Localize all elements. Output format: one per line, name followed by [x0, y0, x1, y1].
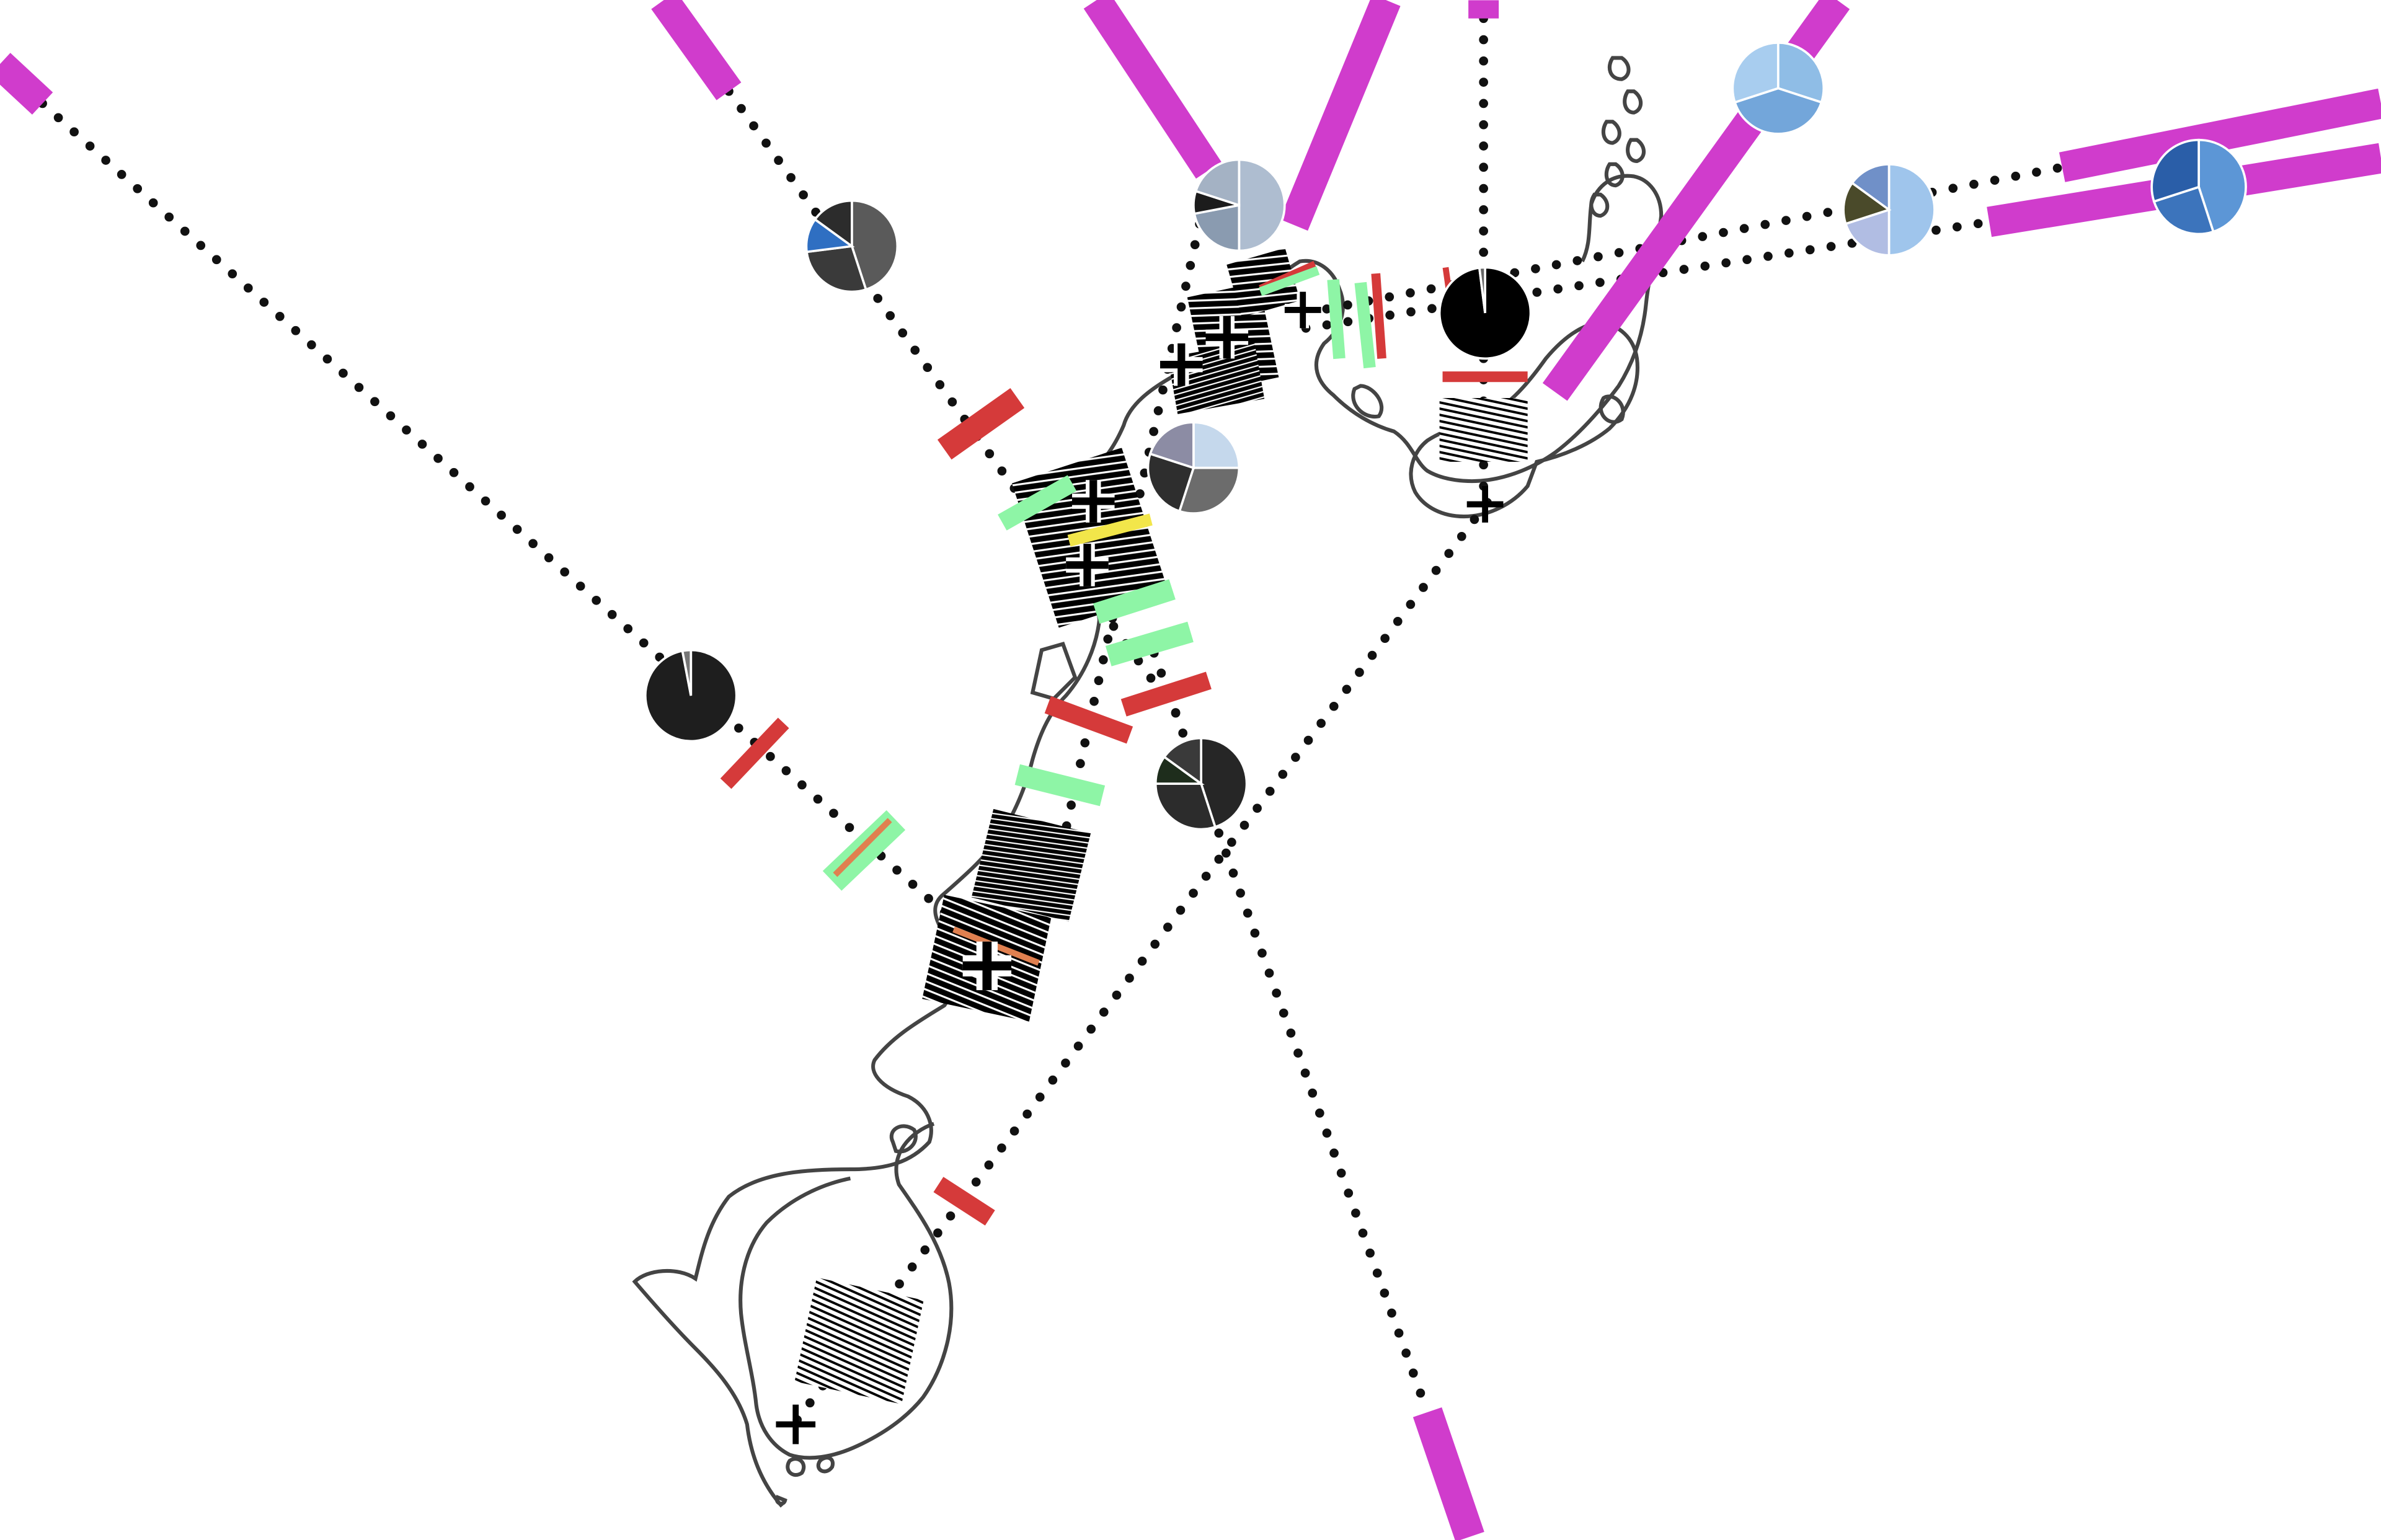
islet-north-4 [1626, 138, 1646, 164]
pie-slice [1733, 87, 1823, 135]
pie-slice [2150, 138, 2200, 203]
pie-slice [1193, 203, 1241, 252]
yellow-marker-bar [1067, 513, 1153, 547]
pie-slice [1238, 158, 1286, 252]
pie-slice [1148, 421, 1195, 470]
red-marker-bar [933, 1177, 995, 1226]
islet-small-e [774, 1495, 787, 1506]
magenta-bar-nw-upper [651, 0, 742, 100]
green-marker-bar [1093, 579, 1176, 624]
islet-small-a [1030, 642, 1078, 701]
island-west-arm-outline [738, 1122, 954, 1460]
pie-icon [805, 199, 899, 293]
island-east-outline [1409, 320, 1639, 519]
plus-marker-icon [962, 941, 1012, 991]
pie-icon [1146, 421, 1241, 515]
islet-north-3 [1601, 120, 1621, 145]
pie-slice [681, 648, 693, 696]
sight-line-nw-upper [724, 86, 1192, 734]
magenta-bar-north-2 [1279, 0, 1401, 231]
green-marker-bar [998, 475, 1077, 531]
pie-icon [1192, 158, 1286, 252]
hatched-texture-icon [1439, 398, 1528, 462]
islet-small-d [816, 1456, 835, 1474]
green-marker-bar [1259, 266, 1320, 296]
dotted-sight-lines [38, 14, 2067, 1425]
sight-line-south-diagonal [792, 497, 1493, 1425]
pie-slice [1163, 737, 1202, 786]
pie-slice [1731, 42, 1780, 104]
pie-icon [1438, 266, 1532, 360]
plus-markers [776, 291, 1504, 1445]
plus-marker-icon [1160, 343, 1203, 386]
hatched-texture-icon [1226, 248, 1300, 317]
magenta-bar-south [1412, 1407, 1484, 1540]
pie-slice [1842, 181, 1892, 226]
sight-line-east-upper [1301, 162, 2067, 318]
islet-small-c [786, 1457, 806, 1477]
plus-marker-icon [1066, 544, 1109, 586]
red-marker-bar [720, 717, 789, 789]
red-marker-bar [1120, 671, 1212, 717]
green-marker-bar [1354, 281, 1376, 369]
red-marker-bars [720, 260, 1528, 1226]
hatched-texture-icon [971, 808, 1091, 922]
pie-icon [2150, 138, 2247, 236]
sight-line-nw-long [38, 99, 965, 931]
pie-slice [2152, 185, 2215, 236]
pie-slice [1146, 452, 1195, 513]
red-marker-bar [1044, 696, 1133, 744]
plus-marker-icon [1071, 480, 1115, 523]
pie-icon [1731, 42, 1825, 135]
pie-icon [1842, 163, 1936, 257]
pie-slice [1478, 266, 1486, 314]
pie-icon [1154, 737, 1248, 831]
green-marker-bar [1014, 764, 1106, 807]
pie-slice [1192, 421, 1241, 469]
plus-marker-icon [1284, 291, 1321, 329]
magenta-bar-north-1 [1083, 0, 1222, 179]
magenta-bar-nw-far [0, 53, 53, 115]
pie-slice [1850, 163, 1891, 212]
plus-marker-icon [776, 1404, 816, 1445]
red-marker-bar [937, 388, 1025, 460]
pie-slice [805, 245, 867, 293]
islet-north-6 [1589, 192, 1610, 218]
pie-slice [2197, 138, 2247, 234]
pie-slice [851, 199, 899, 291]
pie-slice [1887, 163, 1936, 257]
plus-marker-icon [1466, 486, 1504, 523]
pie-slice [1776, 42, 1825, 104]
sight-line-diagonal-se [1149, 648, 1432, 1417]
islet-north-1 [1607, 56, 1631, 81]
hatched-texture-blocks [794, 248, 1528, 1404]
pie-slice [1177, 466, 1241, 515]
lake-outline-2 [1598, 394, 1625, 424]
magenta-bar-east-upper [2059, 88, 2381, 182]
sight-line-center-down [1043, 177, 1213, 916]
pie-slice [1194, 158, 1241, 207]
islet-north-5 [1604, 162, 1625, 188]
green-marker-bar [1105, 621, 1194, 666]
islet-north-2 [1623, 89, 1643, 115]
pie-slice [813, 199, 853, 249]
pie-slice [1154, 782, 1217, 831]
orange-marker-bar [833, 818, 892, 877]
red-marker-bar [1371, 273, 1386, 359]
islet-small-b [889, 1124, 918, 1154]
pie-slice [1200, 737, 1248, 829]
lake-outline [1351, 384, 1384, 419]
hatched-texture-icon [794, 1277, 924, 1404]
pie-charts [644, 42, 2247, 831]
plus-marker-icon [1205, 316, 1249, 359]
green-marker-bar [1327, 279, 1346, 360]
pie-icon [644, 648, 738, 743]
